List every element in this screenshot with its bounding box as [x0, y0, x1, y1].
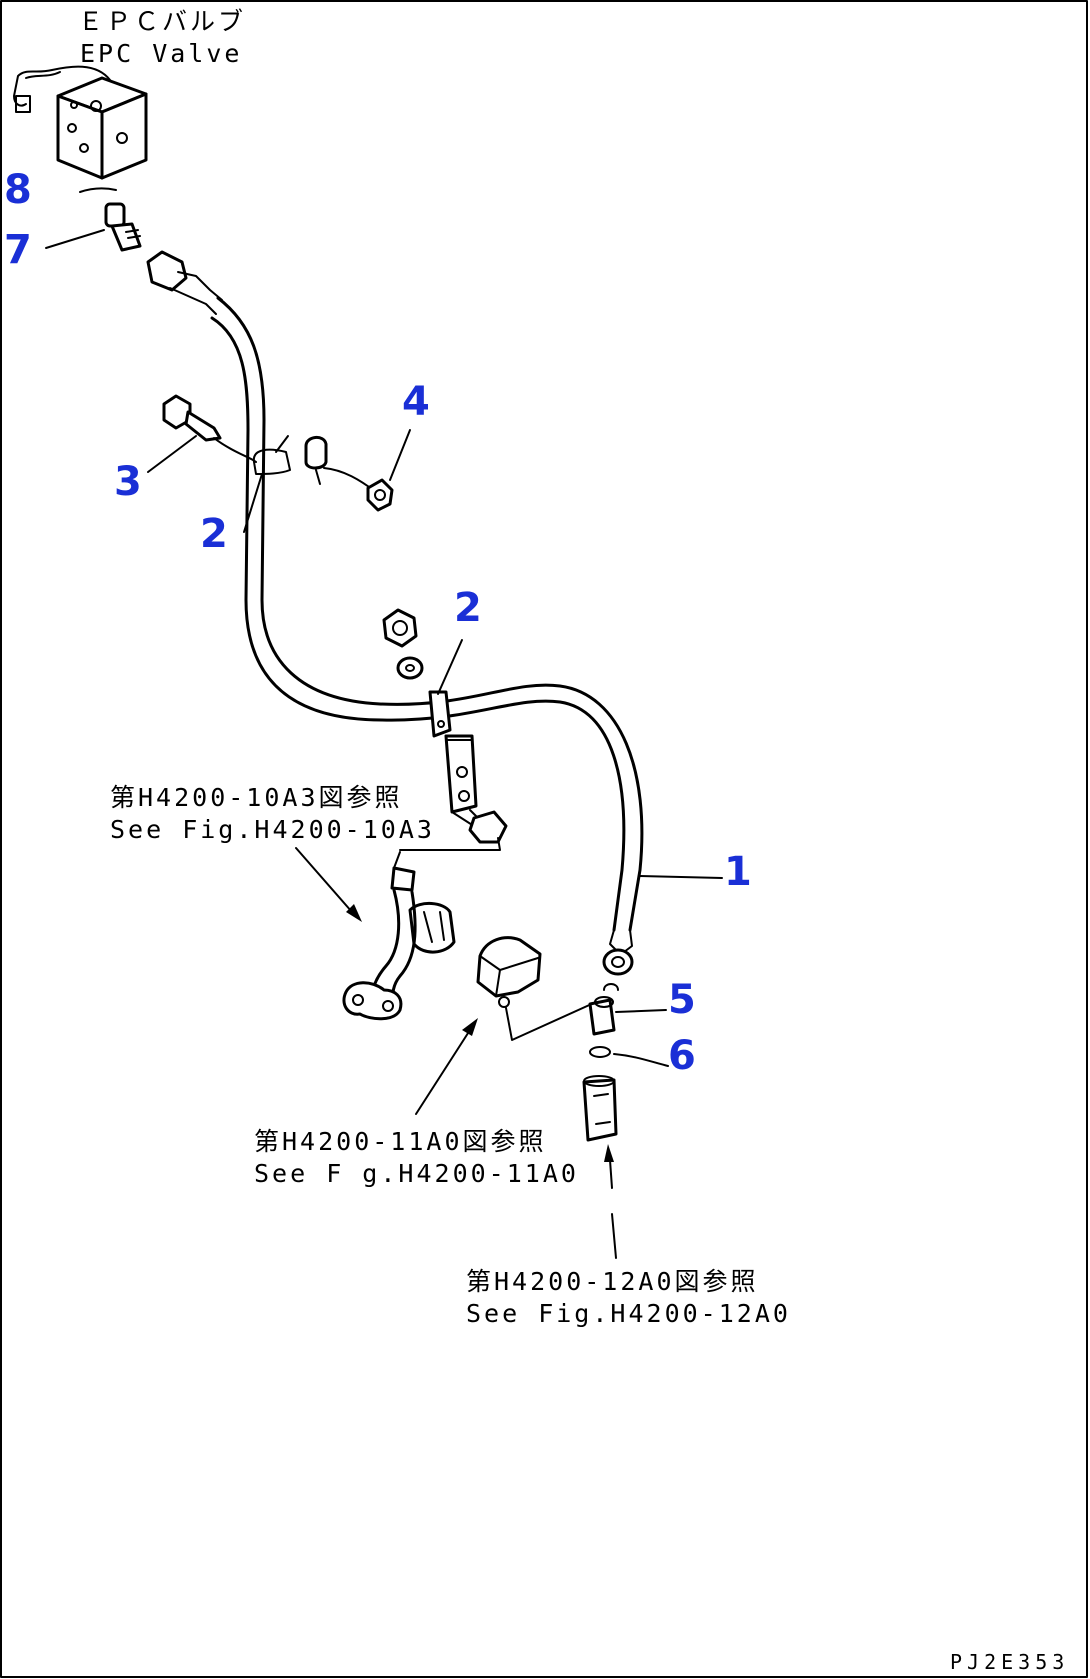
leader-7: [45, 229, 105, 249]
elbow-7: [104, 202, 142, 252]
drawing-code: PJ2E353: [950, 1650, 1070, 1674]
valve-wire: [13, 65, 111, 113]
leader-2-middle: [437, 639, 463, 695]
callout-6: 6: [668, 1033, 696, 1079]
leader-5: [615, 1009, 667, 1013]
ref-12a0-jp: 第H4200-12A0図参照: [466, 1267, 759, 1296]
o-ring-6: [589, 1046, 611, 1058]
ref-12a0-en: See Fig.H4200-12A0: [466, 1299, 791, 1328]
ref-arrow-10a3: [295, 847, 362, 922]
adapter-ref-12a0: [582, 1075, 618, 1142]
epc-valve: [56, 76, 148, 180]
leader-4: [389, 429, 411, 481]
callout-1: 1: [724, 849, 752, 895]
hose-1: [210, 296, 644, 976]
callout-2-upper: 2: [200, 511, 228, 557]
hose-fitting-upper: [146, 250, 223, 315]
ref-arrow-11a0: [415, 1018, 478, 1115]
callout-8: 8: [4, 167, 32, 213]
epc-valve-title-en: EPC Valve: [80, 39, 243, 68]
ref-11a0-en: See F g.H4200-11A0: [254, 1159, 579, 1188]
ref-10a3-en: See Fig.H4200-10A3: [110, 815, 435, 844]
bolt-3: [162, 394, 257, 463]
epc-valve-title-jp: ＥＰＣバルブ: [78, 7, 247, 36]
callout-7: 7: [4, 227, 32, 273]
callout-2-middle: 2: [454, 585, 482, 631]
o-ring-8: [79, 187, 117, 193]
nut-4: [304, 436, 394, 512]
callout-4: 4: [402, 379, 430, 425]
callout-5: 5: [668, 977, 696, 1023]
ref-10a3-jp: 第H4200-10A3図参照: [110, 783, 403, 812]
callout-3: 3: [114, 459, 142, 505]
clamp-2-upper: [252, 435, 291, 475]
ref-11a0-jp: 第H4200-11A0図参照: [254, 1127, 547, 1156]
leader-3: [147, 435, 197, 473]
leader-2-upper: [243, 473, 263, 533]
leader-6: [613, 1053, 669, 1067]
leader-1: [639, 875, 723, 879]
ref-arrow-12a0: [604, 1144, 617, 1259]
cap-ref-11a0: [476, 936, 597, 1041]
fitting-5: [588, 983, 619, 1036]
pipe-ref-10a3: [342, 851, 456, 1021]
clamp-2-middle: [382, 608, 508, 851]
